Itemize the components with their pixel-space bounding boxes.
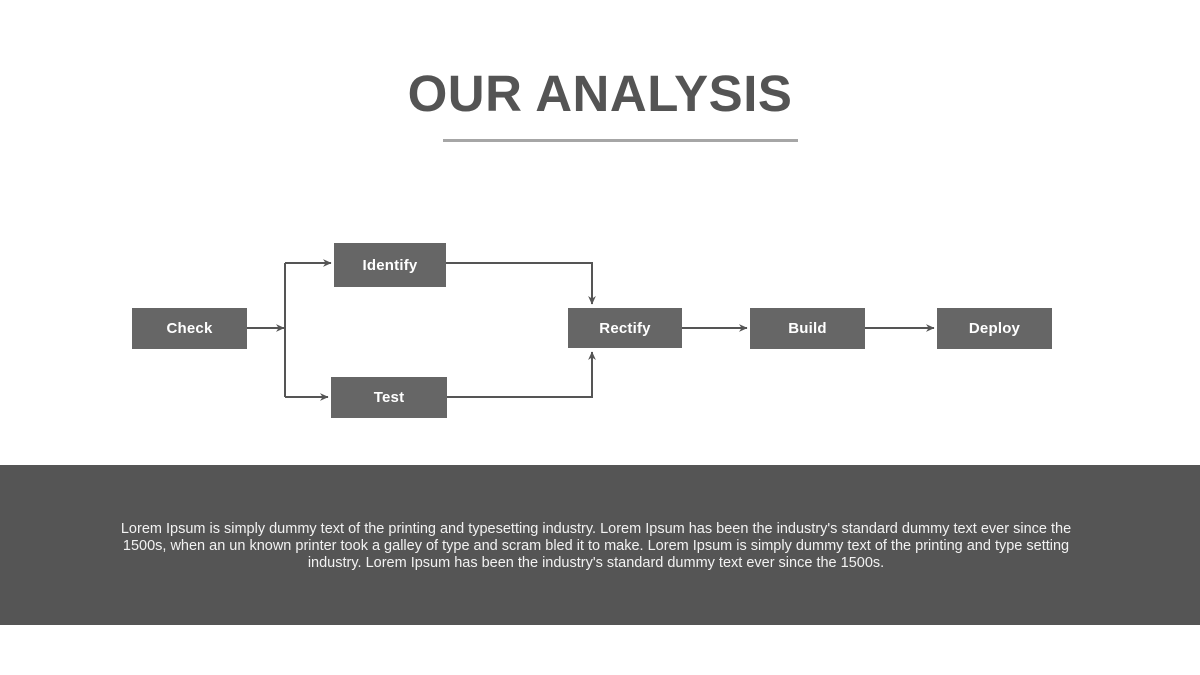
flow-node-check[interactable]: Check <box>132 308 247 349</box>
page-title: OUR ANALYSIS <box>407 65 793 122</box>
flow-node-test[interactable]: Test <box>331 377 447 418</box>
flow-node-deploy[interactable]: Deploy <box>937 308 1052 349</box>
edge-identify-to-rectify <box>446 262 596 305</box>
flow-node-build[interactable]: Build <box>750 308 865 349</box>
flow-node-rectify[interactable]: Rectify <box>568 308 682 348</box>
footer-band <box>0 465 1200 625</box>
title-underline-divider <box>443 139 798 142</box>
footer-body-text: Lorem Ipsum is simply dummy text of the … <box>120 521 1072 571</box>
edge-test-to-rectify <box>447 351 596 398</box>
flow-node-identify[interactable]: Identify <box>334 243 446 287</box>
